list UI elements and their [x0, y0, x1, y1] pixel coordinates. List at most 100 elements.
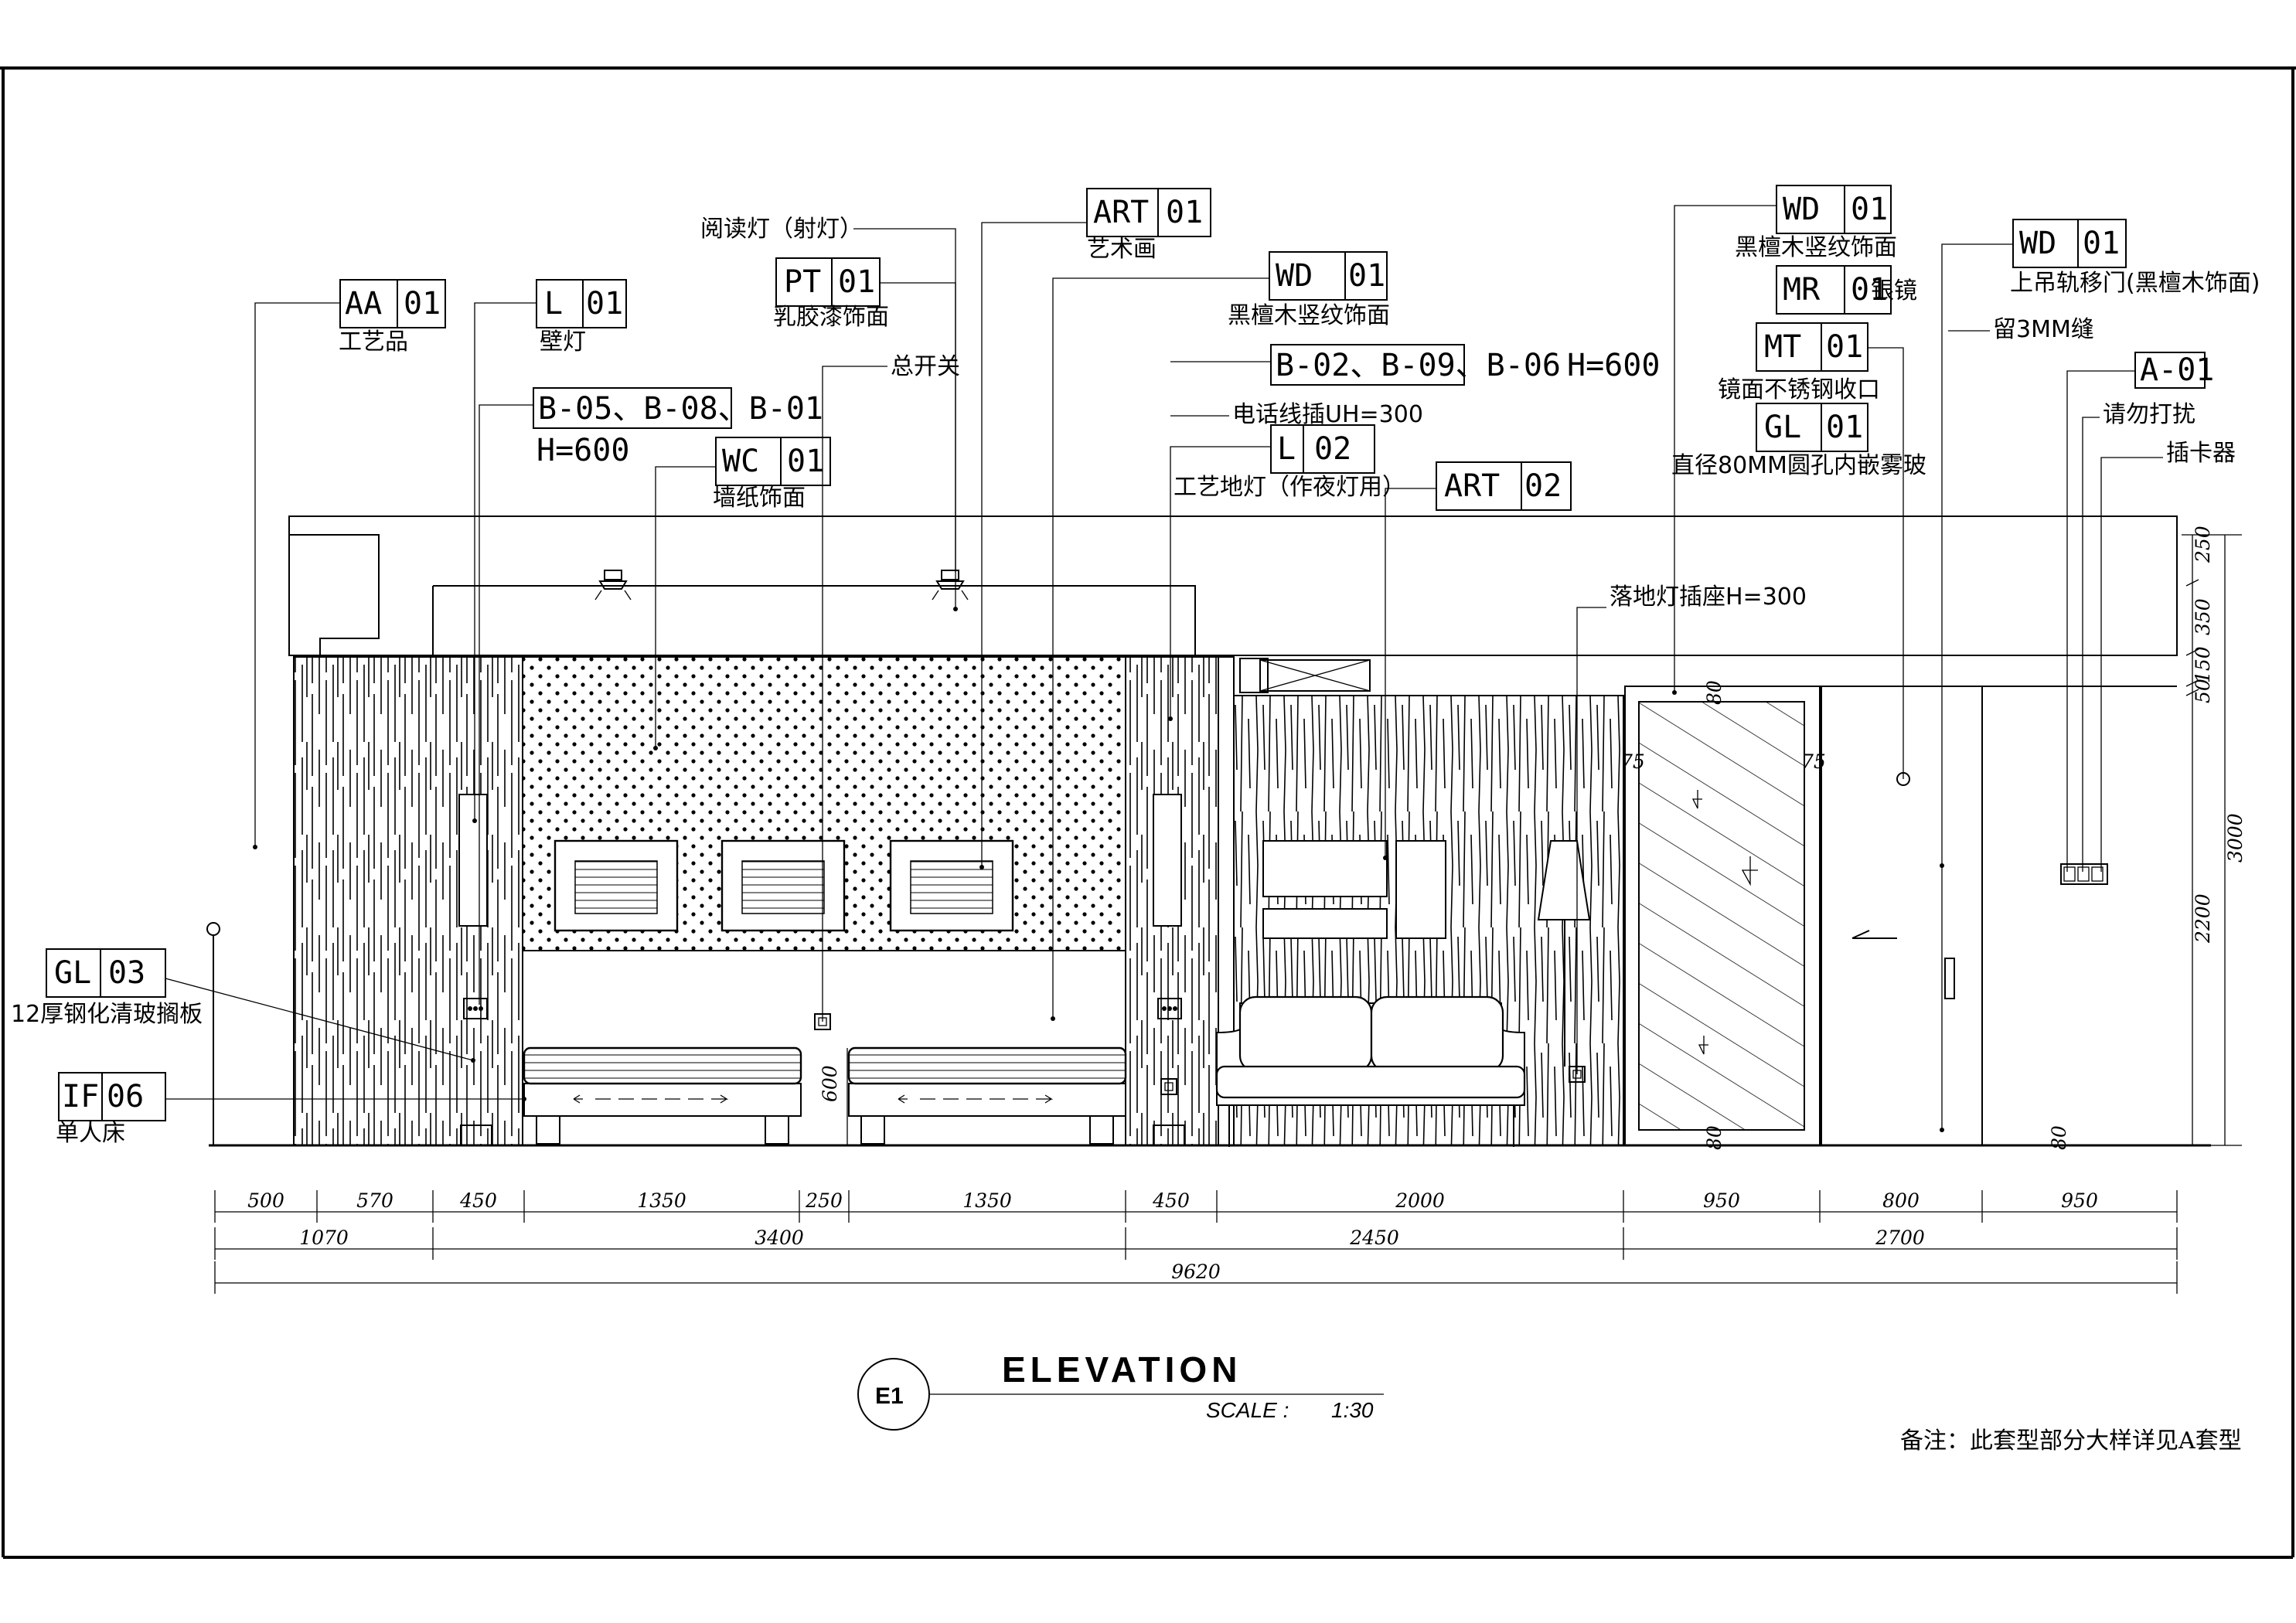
title-block: E1 ELEVATION SCALE : 1:30 [857, 1349, 1384, 1431]
svg-text:WD: WD [2019, 226, 2056, 261]
svg-text:壁灯: 壁灯 [540, 328, 586, 356]
dimension-label: 2000 [1395, 1189, 1445, 1212]
svg-text:02: 02 [1314, 431, 1351, 467]
svg-text:IF: IF [62, 1079, 99, 1114]
svg-text:01: 01 [1166, 195, 1203, 230]
svg-text:GL: GL [1764, 410, 1801, 445]
note-dnd: 请勿打扰 [2082, 401, 2196, 872]
svg-text:01: 01 [1851, 272, 1888, 308]
svg-text:WD: WD [1783, 192, 1820, 227]
svg-text:01: 01 [1826, 410, 1863, 445]
dimension-label: 1070 [299, 1227, 349, 1249]
misc-dimensions: 600 80 80 75 75 80 [819, 680, 2070, 1150]
svg-text:250: 250 [2192, 526, 2214, 563]
view-marker: E1 [875, 1383, 904, 1409]
svg-text:ART: ART [1093, 195, 1149, 230]
svg-text:B-05、B-08、B-01: B-05、B-08、B-01 [538, 391, 823, 427]
tag-l01: L 01 壁灯 [472, 279, 627, 823]
single-bed-left [523, 1046, 802, 1145]
svg-text:留3MM缝: 留3MM缝 [1993, 316, 2094, 343]
note-phone-socket: 电话线插UH=300 [1170, 401, 1423, 428]
svg-text:AA: AA [345, 286, 382, 322]
svg-text:B-02、B-09、B-06H=600: B-02、B-09、B-06H=600 [1276, 348, 1660, 383]
svg-text:01: 01 [1826, 329, 1863, 365]
art-frame-1 [554, 839, 679, 932]
svg-text:01: 01 [586, 286, 623, 322]
svg-text:PT: PT [784, 264, 821, 300]
svg-text:艺术画: 艺术画 [1087, 236, 1157, 263]
svg-text:80: 80 [1703, 680, 1725, 705]
svg-text:A-01: A-01 [2140, 352, 2214, 388]
socket-icon [1157, 998, 1182, 1019]
svg-text:80: 80 [1703, 1125, 1725, 1150]
vertical-dimensions: 250 350 150 50 3000 2200 [2182, 526, 2247, 1146]
sheet-border [0, 66, 2296, 1559]
svg-text:黑檀木竖纹饰面: 黑檀木竖纹饰面 [1228, 302, 1390, 329]
svg-text:2200: 2200 [2192, 893, 2214, 944]
tv-cabinet [1262, 840, 1388, 897]
tag-gl01: GL 01 直径80MM圆孔内嵌雾玻 [1671, 403, 1926, 479]
svg-text:工艺地灯（作夜灯用）: 工艺地灯（作夜灯用） [1174, 474, 1405, 501]
svg-text:乳胶漆饰面: 乳胶漆饰面 [773, 304, 889, 331]
dimension-label: 250 [805, 1189, 843, 1212]
note-card: 插卡器 [2100, 440, 2236, 872]
mirror-panel [1624, 686, 1822, 1146]
note-floor-lamp: 工艺地灯（作夜灯用） [1174, 474, 1405, 501]
svg-text:01: 01 [404, 286, 441, 322]
svg-text:06: 06 [107, 1079, 144, 1114]
dimension-label: 950 [2061, 1189, 2098, 1212]
tag-a01: A-01 [2066, 352, 2214, 872]
svg-text:单人床: 单人床 [56, 1120, 125, 1147]
note-reading-light: 阅读灯（射灯） [700, 216, 958, 611]
svg-text:3000: 3000 [2224, 813, 2247, 863]
dimension-label: 450 [1152, 1189, 1190, 1212]
svg-text:落地灯插座H=300: 落地灯插座H=300 [1610, 584, 1807, 611]
svg-text:02: 02 [1524, 468, 1562, 504]
dimension-label: 800 [1882, 1189, 1920, 1212]
view-title: ELEVATION [1002, 1349, 1242, 1390]
switch-icon [1160, 1078, 1177, 1095]
dimension-label: 500 [247, 1189, 284, 1212]
svg-text:75: 75 [1801, 750, 1826, 773]
svg-text:直径80MM圆孔内嵌雾玻: 直径80MM圆孔内嵌雾玻 [1671, 452, 1926, 479]
dimension-label: 570 [356, 1189, 393, 1212]
svg-text:12厚钢化清玻搁板: 12厚钢化清玻搁板 [11, 1001, 203, 1028]
dimension-label: 2700 [1875, 1227, 1925, 1249]
svg-text:银镜: 银镜 [1871, 277, 1917, 305]
dimension-label: 2450 [1349, 1227, 1399, 1249]
svg-text:GL: GL [54, 955, 91, 991]
svg-text:01: 01 [1851, 192, 1888, 227]
note-main-switch: 总开关 [822, 353, 960, 1022]
dimension-label: 950 [1703, 1189, 1740, 1212]
art-frame-3 [889, 839, 1014, 932]
card-switch-icon [2060, 863, 2108, 885]
remark-note: 备注：此套型部分大样详见A套型 [1900, 1427, 2242, 1455]
scale-label: SCALE : [1206, 1398, 1289, 1422]
svg-text:镜面不锈钢收口: 镜面不锈钢收口 [1718, 376, 1880, 403]
svg-text:阅读灯（射灯）: 阅读灯（射灯） [700, 216, 863, 243]
svg-text:WC: WC [722, 444, 759, 479]
dimension-label: 1350 [637, 1189, 686, 1212]
dimension-label: 9620 [1171, 1261, 1221, 1283]
note-floor-socket: 落地灯插座H=300 [1576, 584, 1807, 1074]
wall-lamp-left [458, 794, 488, 927]
tag-l02: L 02 [1168, 424, 1375, 721]
svg-text:墙纸饰面: 墙纸饰面 [713, 485, 806, 512]
dimension-label: 1350 [962, 1189, 1012, 1212]
svg-text:50: 50 [2192, 679, 2214, 703]
svg-text:L: L [544, 286, 563, 322]
svg-text:01: 01 [1348, 258, 1385, 294]
wall-lamp-right [1153, 794, 1182, 927]
svg-text:150: 150 [2192, 646, 2214, 683]
svg-text:L: L [1277, 431, 1296, 467]
tag-art01: ART 01 艺术画 [979, 188, 1211, 869]
svg-text:MT: MT [1764, 329, 1801, 365]
dimension-label: 3400 [755, 1227, 804, 1249]
